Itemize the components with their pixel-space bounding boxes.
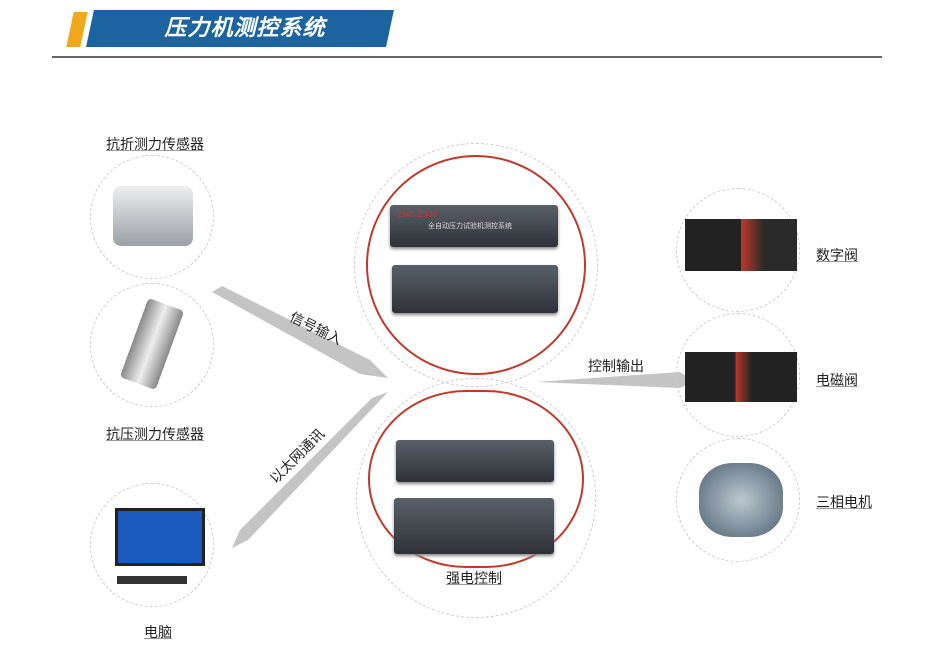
compression-sensor-image (119, 298, 185, 390)
control-output-arrow (536, 372, 694, 388)
solenoid-valve-circle (676, 313, 800, 437)
label-power-control: 强电控制 (446, 571, 502, 587)
solenoid-valve-image (685, 352, 797, 402)
controller-back-image (392, 265, 558, 313)
motor-circle (676, 438, 800, 562)
device-model: EHC-2300 (398, 210, 438, 219)
device-name: 全自动压力试验机测控系统 (428, 222, 512, 230)
controller-ring (366, 155, 586, 375)
monitor-image (115, 508, 205, 566)
page-title: 压力机测控系统 (164, 16, 326, 41)
digital-valve-circle (676, 188, 800, 312)
bending-sensor-image (113, 186, 193, 246)
keyboard-image (117, 576, 187, 584)
label-solenoid-valve: 电磁阀 (816, 373, 858, 389)
label-bending-sensor: 抗折测力传感器 (106, 137, 204, 153)
compression-sensor-circle (90, 283, 214, 407)
motor-image (699, 463, 783, 537)
controller-front-image: EHC-2300 全自动压力试验机测控系统 (390, 205, 558, 247)
power-control-front-image (396, 440, 554, 482)
ethernet-arrow (232, 392, 388, 548)
label-control-output: 控制输出 (588, 359, 644, 375)
bending-sensor-circle (90, 155, 214, 279)
power-control-back-image (394, 498, 554, 554)
label-three-phase-motor: 三相电机 (816, 495, 872, 511)
signal-input-arrow (212, 286, 388, 378)
digital-valve-image (685, 219, 797, 271)
label-computer: 电脑 (144, 625, 172, 641)
power-control-circle-outer (356, 378, 596, 618)
divider (52, 56, 882, 58)
label-digital-valve: 数字阀 (816, 248, 858, 264)
label-compression-sensor: 抗压测力传感器 (106, 427, 204, 443)
computer-circle (90, 483, 214, 607)
power-control-ring (368, 390, 584, 568)
